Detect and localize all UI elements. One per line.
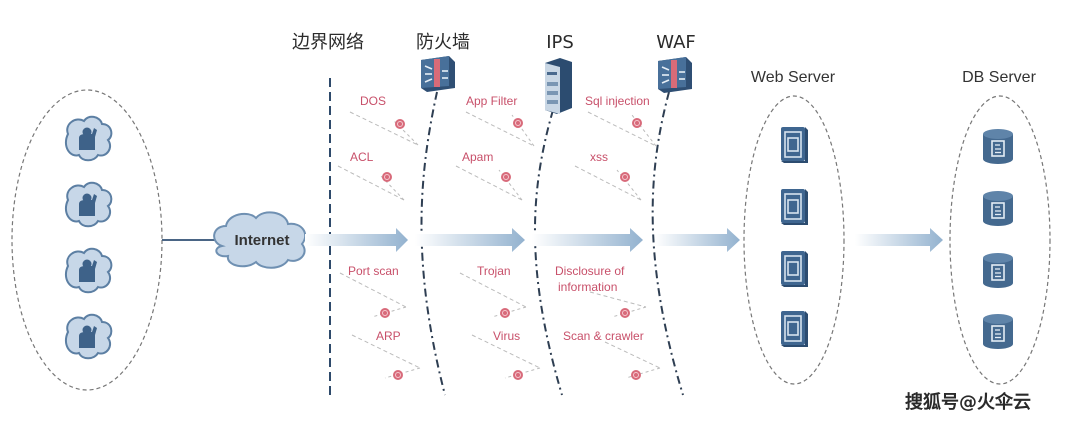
web-server-group-boundary (743, 95, 845, 385)
threat-icon (631, 117, 643, 129)
ips-server-icon (545, 58, 572, 114)
threat-icon (381, 171, 393, 183)
threat-label: information (558, 280, 617, 294)
flow-arrow (415, 228, 525, 252)
threat-path (337, 165, 405, 201)
threat-path (625, 367, 661, 379)
flow-arrow (855, 228, 943, 252)
threat-label: Apam (462, 150, 493, 164)
threat-label: Trojan (477, 264, 511, 278)
internet-label: Internet (234, 232, 289, 249)
flow-arrow (655, 228, 740, 252)
threat-path (459, 272, 527, 308)
web-server-icon (780, 188, 809, 226)
flow-arrow (305, 228, 408, 252)
threat-label: DOS (360, 94, 386, 108)
threat-label: ACL (350, 150, 374, 164)
internet-cloud-icon (213, 211, 307, 269)
threat-icon (500, 171, 512, 183)
threat-path (339, 272, 407, 308)
web-server-title: Web Server (751, 69, 836, 86)
threat-icon (379, 307, 391, 319)
threat-icon (394, 118, 406, 130)
threat-label: xss (590, 150, 608, 164)
web-server-icon (780, 250, 809, 288)
firewall-icon (420, 55, 456, 93)
threat-icon (499, 307, 511, 319)
user-cloud-icon (64, 313, 113, 360)
database-icon (982, 313, 1014, 350)
threat-path (349, 111, 419, 146)
firewall-defense-line (420, 91, 446, 396)
threat-icon (512, 369, 524, 381)
threat-path (351, 334, 421, 369)
firewall-threats: DOS ACL Port scan ARP (337, 94, 421, 381)
threat-label: ARP (376, 329, 401, 343)
threat-path (455, 165, 523, 201)
threat-path (604, 341, 661, 369)
waf-threats: Sql injection xss Disclosure of informat… (555, 94, 661, 381)
firewall-title: 防火墙 (416, 32, 470, 53)
flow-arrow (532, 228, 643, 252)
database-icon (982, 190, 1014, 227)
user-cloud-icon (64, 115, 113, 162)
database-icon (982, 128, 1014, 165)
user-cloud-icon (64, 181, 113, 228)
traffic-flow-arrows (305, 228, 943, 252)
threat-icon (630, 369, 642, 381)
threat-icon (619, 307, 631, 319)
web-server-icon (780, 126, 809, 164)
threat-label: Scan & crawler (563, 329, 644, 343)
threat-path (465, 111, 535, 147)
waf-icon (657, 56, 693, 94)
threat-label: App Filter (466, 94, 517, 108)
ips-defense-line (534, 109, 563, 396)
db-server-group-boundary (949, 95, 1051, 385)
threat-label: Sql injection (585, 94, 650, 108)
ips-threats: App Filter Apam Trojan Virus (455, 94, 541, 381)
boundary-network-title: 边界网络 (292, 32, 364, 53)
threat-path (589, 291, 647, 308)
threat-path (587, 111, 657, 147)
waf-title: WAF (656, 32, 695, 53)
waf-defense-line (651, 91, 684, 396)
threat-label: Port scan (348, 264, 399, 278)
user-cloud-icon (64, 247, 113, 294)
threat-icon (392, 369, 404, 381)
watermark: 搜狐号@火伞云 (905, 391, 1031, 413)
threat-icon (619, 171, 631, 183)
threat-path (574, 165, 642, 201)
database-icon (982, 252, 1014, 289)
threat-label: Virus (493, 329, 520, 343)
db-server-title: DB Server (962, 69, 1036, 86)
threat-label: Disclosure of (555, 264, 625, 278)
ips-title: IPS (546, 32, 574, 53)
threat-icon (512, 117, 524, 129)
web-server-icon (780, 310, 809, 348)
threat-path (471, 334, 541, 369)
